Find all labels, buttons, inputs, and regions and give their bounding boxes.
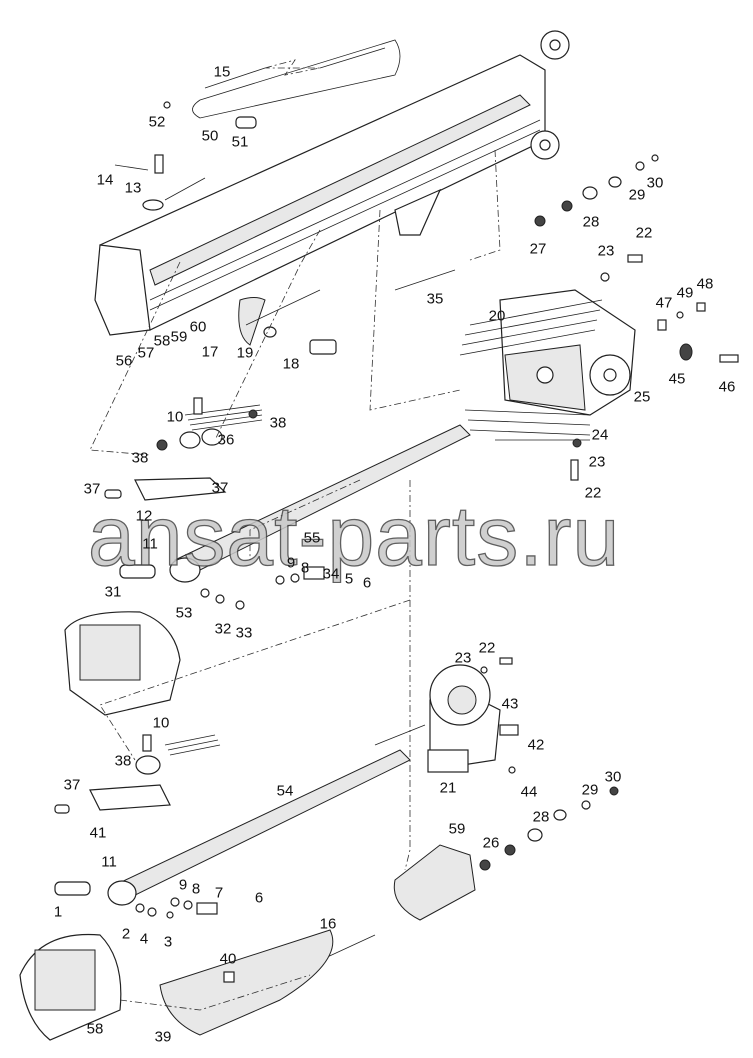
part-number-label: 19	[236, 344, 254, 362]
part-number-label: 58	[153, 332, 171, 350]
part-number-label: 13	[124, 179, 142, 197]
part-number-label: 36	[217, 431, 235, 449]
part-number-label: 1	[53, 903, 63, 921]
chain	[192, 39, 401, 119]
part-number-label: 23	[454, 649, 472, 667]
part-number-label: 59	[448, 820, 466, 838]
ring-52	[163, 101, 171, 109]
part-number-label: 46	[718, 378, 736, 396]
part-number-label: 52	[148, 113, 166, 131]
part-number-label: 37	[83, 480, 101, 498]
part-number-label: 15	[213, 63, 231, 81]
part-number-label: 6	[254, 889, 264, 907]
part-number-label: 23	[597, 242, 615, 260]
part-number-label: 21	[439, 779, 457, 797]
part-number-label: 26	[482, 834, 500, 852]
part-number-label: 55	[303, 529, 321, 547]
part-number-label: 10	[152, 714, 170, 732]
part-number-label: 39	[154, 1028, 172, 1046]
part-number-label: 33	[235, 624, 253, 642]
part-number-label: 51	[231, 133, 249, 151]
part-number-label: 31	[104, 583, 122, 601]
part-number-label: 3	[163, 933, 173, 951]
part-number-label: 7	[214, 884, 224, 902]
part-number-label: 16	[319, 915, 337, 933]
washer-13	[142, 199, 164, 211]
part-number-label: 30	[604, 768, 622, 786]
part-number-label: 38	[131, 449, 149, 467]
part-number-label: 14	[96, 171, 114, 189]
part-number-label: 8	[300, 559, 310, 577]
chain-guide	[238, 289, 337, 355]
part-number-label: 28	[582, 213, 600, 231]
part-number-label: 60	[189, 318, 207, 336]
part-number-label: 18	[282, 355, 300, 373]
part-number-label: 22	[635, 224, 653, 242]
middle-boom-assembly	[104, 397, 471, 610]
part-number-label: 22	[478, 639, 496, 657]
pin-13	[154, 154, 164, 174]
part-number-label: 58	[86, 1020, 104, 1038]
part-number-label: 30	[646, 174, 664, 192]
part-number-label: 32	[214, 620, 232, 638]
part-number-label: 40	[219, 950, 237, 968]
part-number-label: 20	[488, 307, 506, 325]
part-number-label: 38	[269, 414, 287, 432]
leader-lines	[89, 149, 501, 1011]
part-number-label: 28	[532, 808, 550, 826]
part-number-label: 11	[142, 535, 158, 553]
part-number-label: 37	[211, 479, 229, 497]
part-number-label: 49	[676, 284, 694, 302]
part-number-label: 11	[101, 853, 117, 871]
part-number-label: 10	[166, 408, 184, 426]
part-number-label: 53	[175, 604, 193, 622]
watermark: ansat-parts.ru	[87, 488, 621, 583]
part-number-label: 22	[584, 484, 602, 502]
part-number-label: 4	[139, 930, 149, 948]
part-number-label: 29	[628, 186, 646, 204]
part-number-label: 56	[115, 352, 133, 370]
part-number-label: 35	[426, 290, 444, 308]
boom-head-detail	[64, 611, 181, 716]
part-number-label: 2	[121, 925, 131, 943]
part-number-label: 43	[501, 695, 519, 713]
part-number-label: 50	[201, 127, 219, 145]
part-number-label: 44	[520, 783, 538, 801]
part-number-label: 27	[529, 240, 547, 258]
part-number-label: 24	[591, 426, 609, 444]
bushing-51	[235, 116, 257, 129]
part-number-label: 41	[89, 824, 107, 842]
part-number-label: 12	[135, 507, 153, 525]
part-number-label: 57	[137, 344, 155, 362]
part-number-label: 9	[286, 554, 296, 572]
part-number-label: 25	[633, 388, 651, 406]
main-boom	[94, 30, 570, 336]
cotter-pin-14	[114, 164, 149, 171]
part-number-label: 23	[588, 453, 606, 471]
part-number-label: 42	[527, 736, 545, 754]
part-number-label: 37	[63, 776, 81, 794]
part-number-label: 5	[344, 570, 354, 588]
part-number-label: 38	[114, 752, 132, 770]
part-number-label: 8	[191, 880, 201, 898]
part-number-label: 47	[655, 294, 673, 312]
part-number-label: 29	[581, 781, 599, 799]
part-number-label: 6	[362, 574, 372, 592]
part-number-label: 17	[201, 343, 219, 361]
carriage-assembly	[459, 289, 739, 481]
part-number-label: 48	[696, 275, 714, 293]
fasteners-right-top	[394, 154, 659, 291]
part-number-label: 54	[276, 782, 294, 800]
part-number-label: 9	[178, 876, 188, 894]
rod-13	[164, 177, 206, 201]
part-number-label: 34	[322, 565, 340, 583]
part-number-label: 45	[668, 370, 686, 388]
part-number-label: 59	[170, 328, 188, 346]
lower-boom-assembly	[19, 657, 619, 1041]
